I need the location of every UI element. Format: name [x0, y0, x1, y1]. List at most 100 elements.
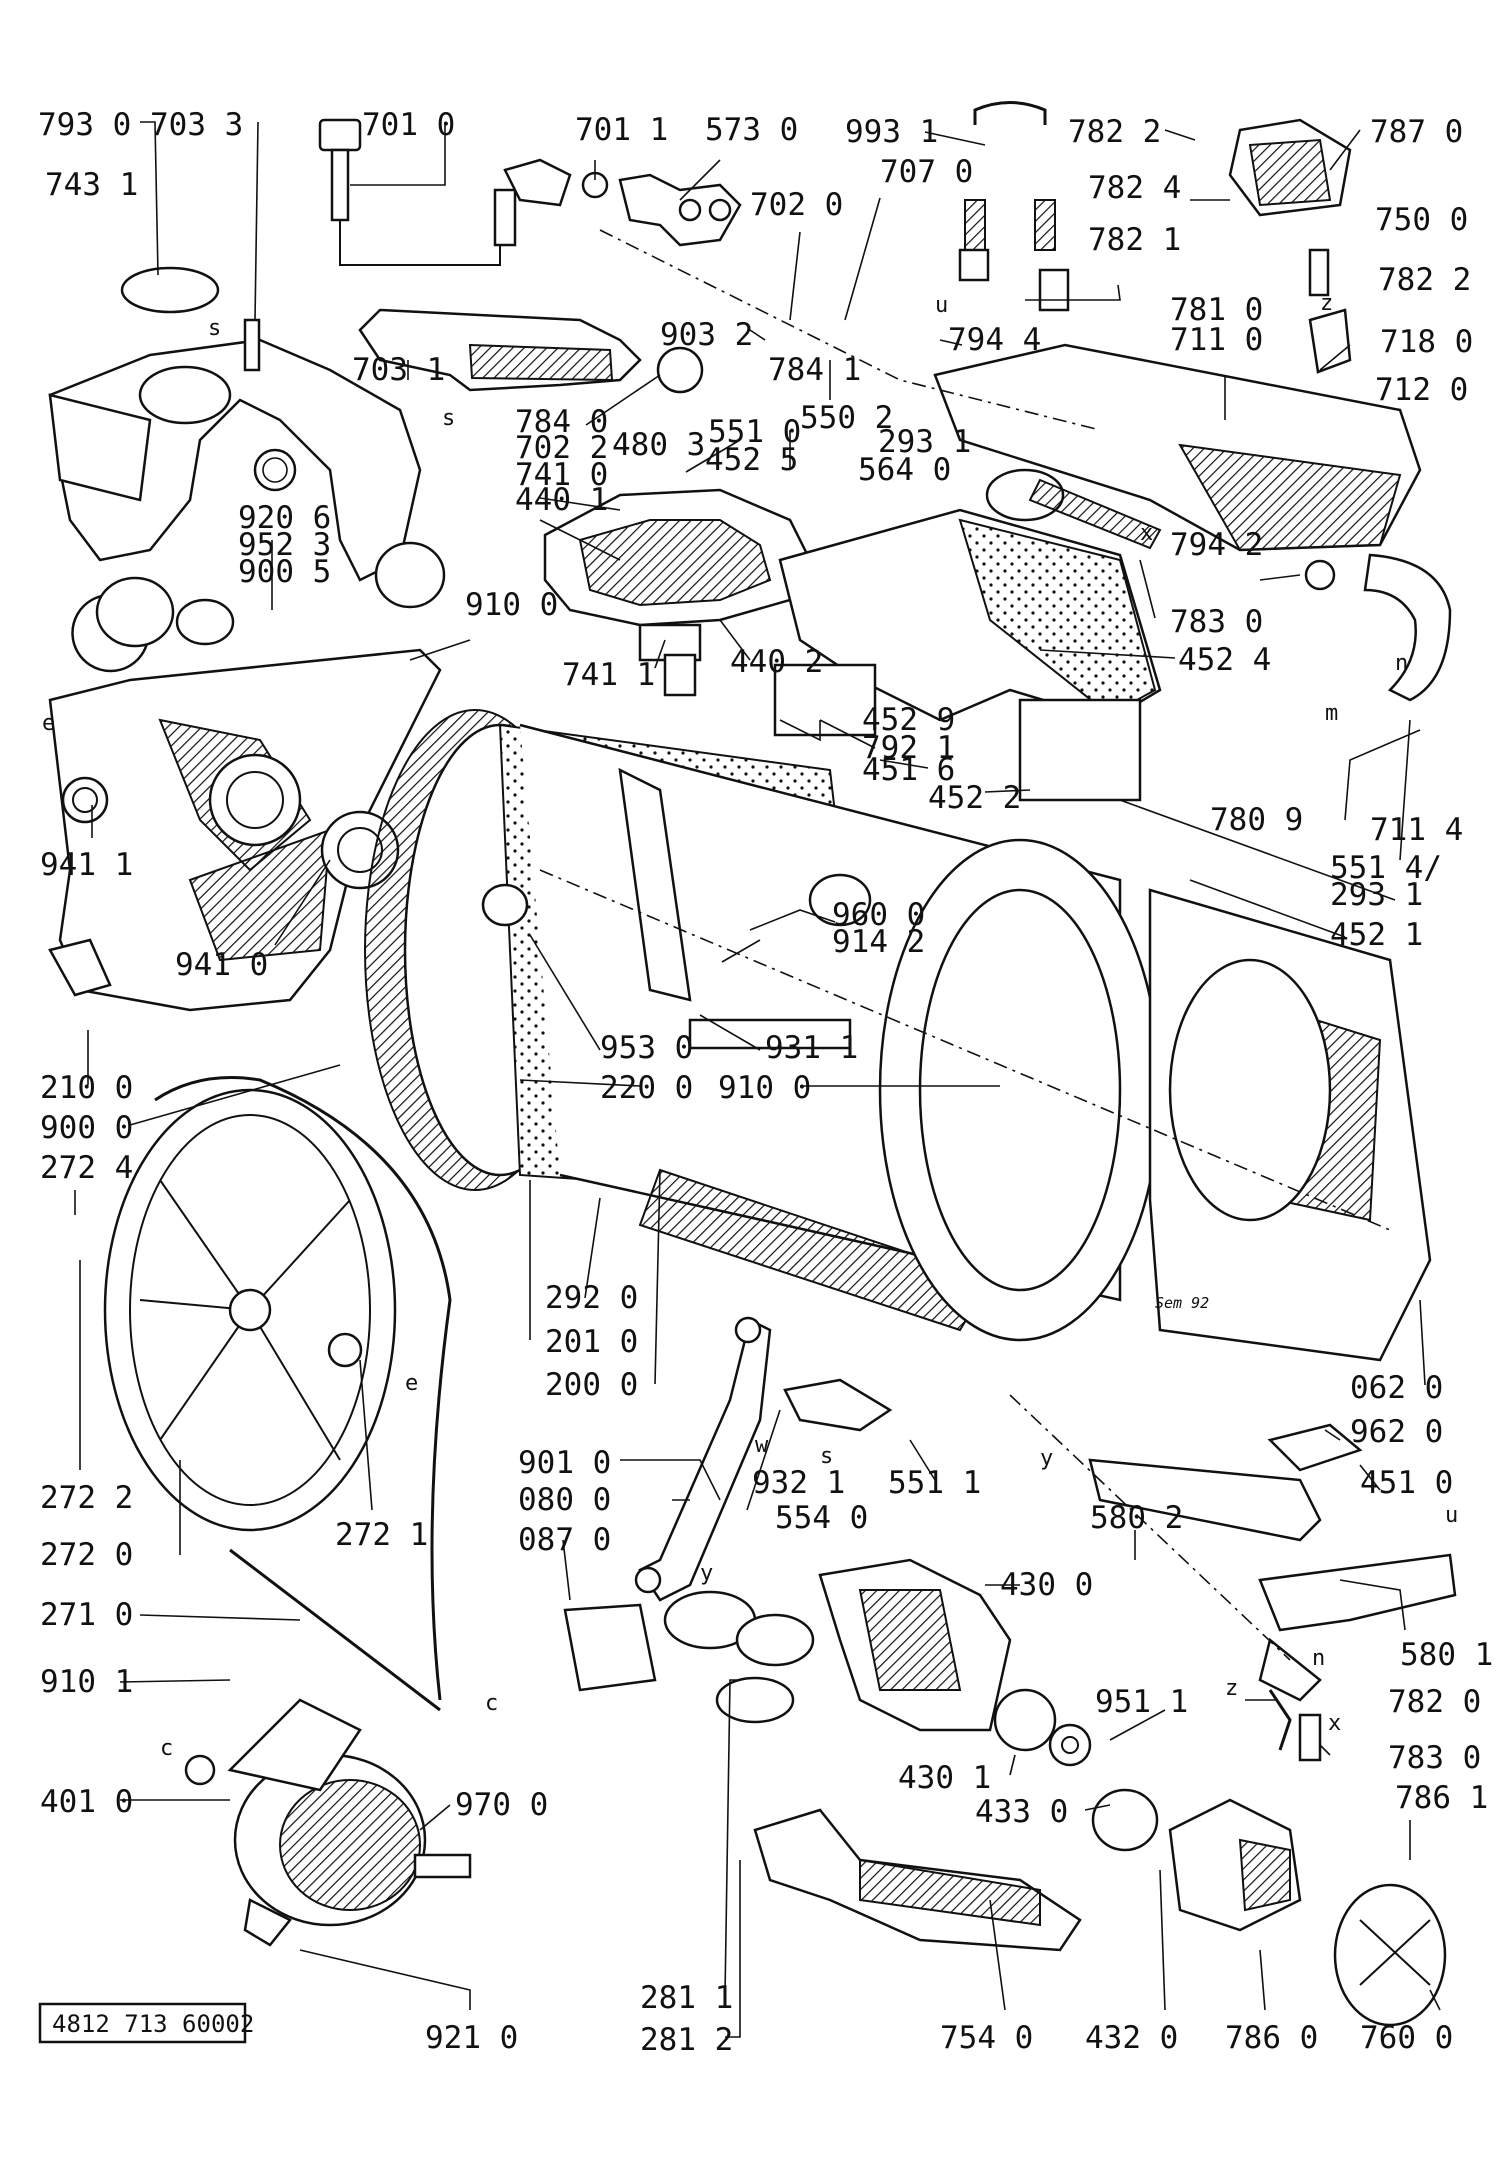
part-label: 701 1 — [575, 112, 668, 148]
letter-marker: n — [1312, 1646, 1325, 1671]
part-label: 931 1 — [765, 1030, 858, 1066]
letter-marker: s — [820, 1444, 833, 1469]
axis-line — [539, 869, 1391, 1231]
dispenser-housing — [48, 266, 446, 673]
part-label: 293 1 — [878, 424, 971, 460]
letter-marker: u — [1445, 1503, 1458, 1528]
part-label: 272 2 — [40, 1480, 133, 1516]
part-label: 580 1 — [1400, 1637, 1493, 1673]
letter-marker: w — [755, 1433, 769, 1458]
part-label: 743 1 — [45, 167, 138, 203]
part-label: 900 0 — [40, 1110, 133, 1146]
part-label: 951 1 — [1095, 1684, 1188, 1720]
shock-absorber — [634, 1316, 772, 1602]
hose-assembly — [358, 308, 704, 394]
letter-marker: u — [935, 293, 948, 318]
part-label: 993 1 — [845, 114, 938, 150]
letter-markers: s s z u x n m e e y y w s c c u n z x — [42, 291, 1458, 1761]
letter-marker: m — [1325, 701, 1338, 726]
part-label: 292 0 — [545, 1280, 638, 1316]
hinge-bracket — [563, 1378, 893, 1692]
letter-marker: z — [1320, 291, 1333, 316]
heater-assembly — [663, 1558, 1092, 1767]
document-number: 4812 713 60002 — [52, 2010, 254, 2038]
part-label: 272 1 — [335, 1517, 428, 1553]
axis-line-2 — [1009, 1394, 1291, 1661]
letter-marker: s — [442, 406, 455, 431]
part-label: 711 4 — [1370, 812, 1463, 848]
part-label: 707 0 — [880, 154, 973, 190]
part-label: 430 1 — [898, 1760, 991, 1796]
part-label: 760 0 — [1360, 2020, 1453, 2056]
part-label: 941 1 — [40, 847, 133, 883]
part-label: 430 0 — [1000, 1567, 1093, 1603]
part-label: 741 1 — [562, 657, 655, 693]
part-label: 401 0 — [40, 1784, 133, 1820]
part-label: 781 0 — [1170, 292, 1263, 328]
part-label: 783 0 — [1388, 1740, 1481, 1776]
axis-line-3 — [599, 229, 1101, 431]
part-label: 272 0 — [40, 1537, 133, 1573]
part-label: 701 0 — [362, 107, 455, 143]
part-label: 750 0 — [1375, 202, 1468, 238]
part-label: 741 0 — [515, 457, 608, 493]
letter-marker: e — [42, 711, 55, 736]
part-label: 452 5 — [705, 442, 798, 478]
letter-marker: c — [485, 1691, 498, 1716]
letter-marker: c — [160, 1736, 173, 1761]
leader-lines — [74, 121, 1441, 2038]
part-label: 452 2 — [928, 780, 1021, 816]
part-label: 921 0 — [425, 2020, 518, 2056]
part-label: 953 0 — [600, 1030, 693, 1066]
draftsman-signature: Sem 92 — [1155, 1294, 1209, 1312]
letter-marker: s — [208, 316, 221, 341]
part-label: 703 1 — [352, 352, 445, 388]
part-label: 941 0 — [175, 947, 268, 983]
part-label: 210 0 — [40, 1070, 133, 1106]
part-label: 932 1 — [752, 1465, 845, 1501]
part-label: 712 0 — [1375, 372, 1468, 408]
part-label: 551 0 — [708, 414, 801, 450]
part-label: 786 1 — [1395, 1780, 1488, 1816]
part-label: 702 0 — [750, 187, 843, 223]
part-label: 787 0 — [1370, 114, 1463, 150]
part-label: 220 0 — [600, 1070, 693, 1106]
part-label: 580 2 — [1090, 1500, 1183, 1536]
part-label: 564 0 — [858, 452, 951, 488]
part-label: 272 4 — [40, 1150, 133, 1186]
part-label: 782 1 — [1088, 222, 1181, 258]
part-label: 783 0 — [1170, 604, 1263, 640]
part-label: 782 2 — [1378, 262, 1471, 298]
part-label: 200 0 — [545, 1367, 638, 1403]
soap-drawer — [933, 343, 1452, 702]
part-label: 062 0 — [1350, 1370, 1443, 1406]
part-label: 440 2 — [730, 644, 823, 680]
document-number-box: 4812 713 60002 — [38, 2002, 254, 2044]
part-label: 784 0 — [515, 404, 608, 440]
part-label: 914 2 — [832, 924, 925, 960]
door-bellows-and-drain-hose — [715, 1676, 1082, 1952]
part-label: 432 0 — [1085, 2020, 1178, 2056]
part-label: 962 0 — [1350, 1414, 1443, 1450]
drain-pump — [1091, 1788, 1447, 2027]
part-label: 080 0 — [518, 1482, 611, 1518]
part-label: 910 1 — [40, 1664, 133, 1700]
part-label: 782 2 — [1068, 114, 1161, 150]
part-label: 433 0 — [975, 1794, 1068, 1830]
drum-assembly — [364, 709, 1432, 1362]
motor — [184, 1698, 472, 1947]
part-label: 782 0 — [1388, 1684, 1481, 1720]
part-label: 903 2 — [660, 317, 753, 353]
part-label: 293 1 — [1330, 877, 1423, 913]
part-label: 794 4 — [948, 322, 1041, 358]
letter-marker: y — [700, 1561, 713, 1586]
part-label: 573 0 — [705, 112, 798, 148]
letter-marker: x — [1140, 521, 1153, 546]
level-switch-hoses — [1268, 1689, 1322, 1762]
inlet-valve-assembly — [318, 101, 1352, 374]
part-label: 452 4 — [1178, 642, 1271, 678]
part-label: 702 2 — [515, 430, 608, 466]
part-label: 711 0 — [1170, 322, 1263, 358]
part-label: 480 3 — [612, 427, 705, 463]
part-label: 281 2 — [640, 2022, 733, 2058]
